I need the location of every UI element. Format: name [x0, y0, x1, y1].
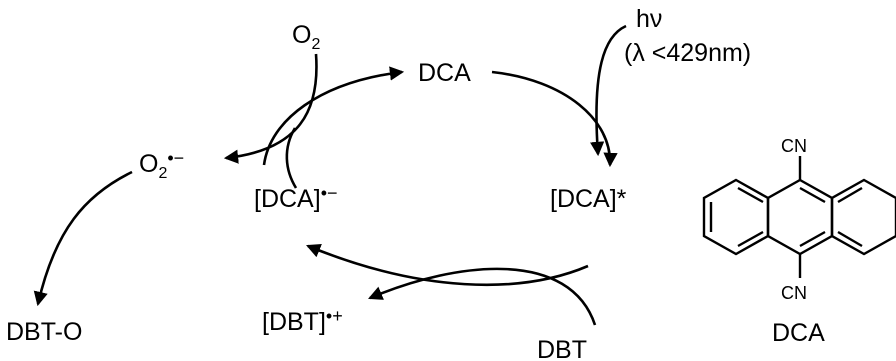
label-o2: O2 — [292, 21, 320, 53]
label-wavelength: (λ <429nm) — [624, 39, 751, 67]
arrow-o2-to-superoxide — [223, 53, 318, 164]
label-dca-excited: [DCA]* — [550, 185, 627, 213]
arrow-superoxide-to-dbt-o — [33, 170, 133, 307]
arrow-dbt-to-dbt-cation — [368, 267, 597, 326]
label-dbt-o: DBT-O — [6, 318, 82, 346]
arrow-dca-anion-to-dca — [262, 66, 405, 166]
label-dca-radical-anion: [DCA]•− — [254, 183, 338, 213]
label-cn-top: CN — [781, 136, 807, 156]
label-structure-dca: DCA — [772, 319, 825, 347]
label-hv: hν — [636, 5, 662, 33]
label-dca: DCA — [418, 59, 471, 87]
label-dbt-radical-cation: [DBT]•+ — [262, 306, 343, 336]
arrow-dca-anion-to-superoxide-tail — [285, 127, 298, 189]
label-superoxide: O2•− — [139, 148, 184, 182]
arrow-light-to-dca-excited — [590, 24, 627, 157]
dca-structure: CN CN — [702, 136, 896, 303]
arrow-dca-excited-to-dca-anion — [306, 243, 589, 287]
arrow-dca-to-dca-excited — [491, 70, 618, 168]
label-cn-bottom: CN — [781, 283, 807, 303]
label-dbt: DBT — [537, 336, 587, 361]
